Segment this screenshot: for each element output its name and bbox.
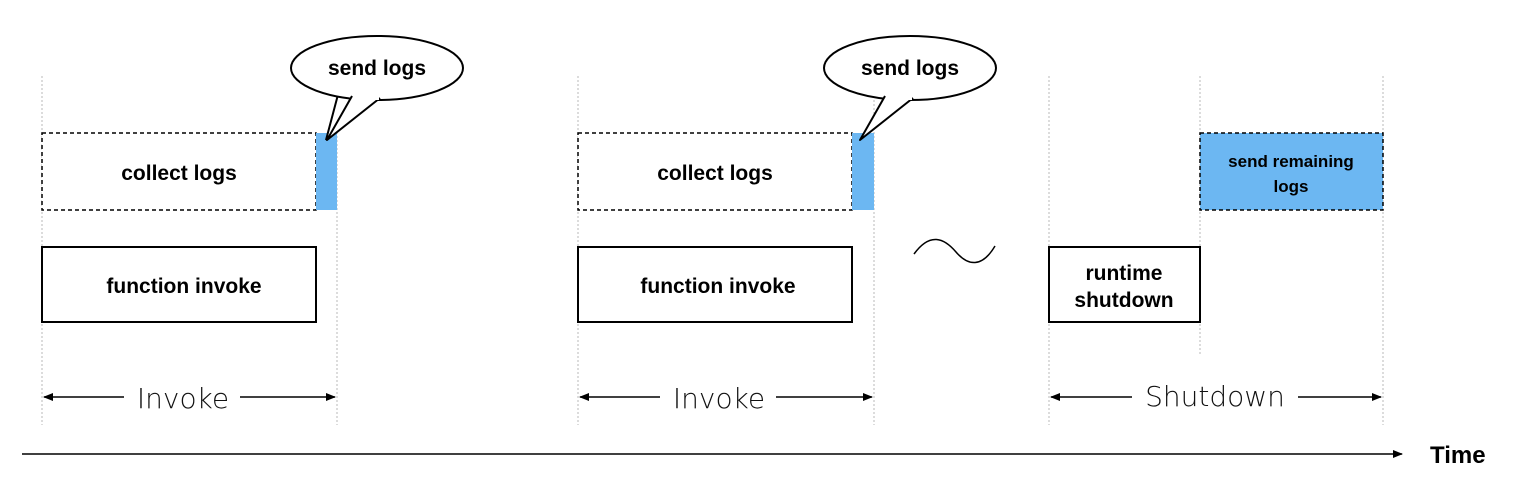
runtime-shutdown-box [1048, 246, 1201, 323]
function-invoke-box [41, 246, 317, 323]
send-logs-bar [852, 133, 874, 210]
collect-logs-label: collect logs [657, 162, 773, 185]
send-remaining-logs-label-line1: send remaining [1228, 152, 1354, 171]
function-invoke-label: function invoke [640, 275, 795, 298]
phase-3-shutdown: runtime shutdown send remaining logs Shu… [1048, 132, 1384, 413]
time-gap-tilde-icon [913, 238, 996, 264]
runtime-shutdown-label-line1: runtime [1085, 262, 1162, 285]
collect-logs-label: collect logs [121, 162, 237, 185]
span-label: Invoke [137, 382, 229, 415]
phase-2-invoke: collect logs send logs function invoke I… [577, 35, 997, 415]
send-logs-bar [316, 133, 337, 210]
speech-bubble-tail [326, 95, 381, 141]
span-label: Invoke [673, 382, 765, 415]
collect-logs-box [41, 132, 317, 211]
function-invoke-box [577, 246, 853, 323]
time-axis-label: Time [1430, 442, 1486, 469]
phase-1-invoke: collect logs send logs function invoke I… [41, 35, 464, 415]
span-label: Shutdown [1145, 380, 1285, 413]
speech-bubble-text: send logs [328, 57, 426, 80]
send-remaining-logs-box [1199, 132, 1384, 211]
send-remaining-logs-label-line2: logs [1274, 177, 1309, 196]
runtime-shutdown-label-line2: shutdown [1074, 289, 1173, 312]
function-invoke-label: function invoke [106, 275, 261, 298]
speech-bubble-tail [859, 95, 914, 141]
collect-logs-box [577, 132, 853, 211]
speech-bubble-text: send logs [861, 57, 959, 80]
